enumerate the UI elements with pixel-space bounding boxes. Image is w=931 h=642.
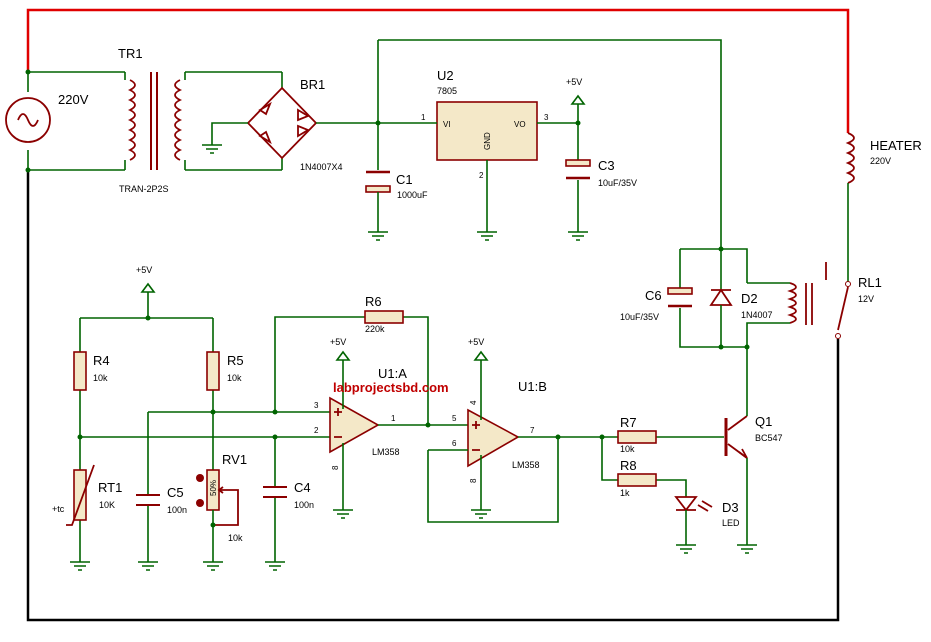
heater-value: 220V	[870, 156, 891, 166]
output-stage	[599, 347, 757, 554]
d2-ref: D2	[741, 291, 758, 306]
heater-ref: HEATER	[870, 138, 922, 153]
relay-driver-block	[667, 246, 827, 350]
r6-value: 220k	[365, 324, 385, 334]
q1-model: BC547	[755, 433, 783, 443]
transformer	[28, 71, 282, 171]
capacitor-c1	[365, 40, 391, 241]
r4-value: 10k	[93, 373, 108, 383]
voltage-regulator	[425, 101, 581, 241]
live-wire	[26, 8, 850, 133]
capacitor-c4	[263, 434, 287, 571]
rv1-value: 10k	[228, 533, 243, 543]
regulator-ref: U2	[437, 68, 454, 83]
c3-ref: C3	[598, 158, 615, 173]
rt1-symbol: +tc	[52, 504, 65, 514]
r7-value: 10k	[620, 444, 635, 454]
r7-ref: R7	[620, 415, 637, 430]
supply-5v-top-label: +5V	[566, 77, 582, 87]
d3-ref: D3	[722, 500, 739, 515]
r4-ref: R4	[93, 353, 110, 368]
resistor-r5	[206, 318, 220, 470]
r5-value: 10k	[227, 373, 242, 383]
bridge-model: 1N4007X4	[300, 162, 343, 172]
c1-value: 1000uF	[397, 190, 428, 200]
u1a-supply-label: +5V	[330, 337, 346, 347]
d3-model: LED	[722, 518, 740, 528]
thermistor-rt1	[66, 434, 95, 571]
resistor-r4	[73, 318, 87, 437]
r5-ref: R5	[227, 353, 244, 368]
c4-value: 100n	[294, 500, 314, 510]
transformer-ref: TR1	[118, 46, 143, 61]
opamp-u1a	[329, 350, 468, 519]
u1b-pin7: 7	[530, 426, 535, 435]
relay-ref: RL1	[858, 275, 882, 290]
rt1-ref: RT1	[98, 480, 122, 495]
r8-value: 1k	[620, 488, 630, 498]
regulator-pin-vo: VO	[514, 120, 526, 129]
regulator-pin3: 3	[544, 113, 549, 122]
u1a-pin1: 1	[391, 414, 396, 423]
c5-value: 100n	[167, 505, 187, 515]
c4-ref: C4	[294, 480, 311, 495]
heater-and-contacts	[835, 132, 855, 347]
c1-ref: C1	[396, 172, 413, 187]
rt1-value: 10K	[99, 500, 115, 510]
u1b-pin6: 6	[452, 439, 457, 448]
relay-value: 12V	[858, 294, 874, 304]
transformer-model: TRAN-2P2S	[119, 184, 169, 194]
regulator-pin2: 2	[479, 171, 484, 180]
source-label: 220V	[58, 92, 89, 107]
regulator-pin-vi: VI	[443, 120, 451, 129]
bridge-rectifier	[202, 72, 425, 170]
supply-5v-left	[80, 282, 213, 321]
u1b-pin4: 4	[469, 400, 478, 405]
supply-5v-left-label: +5V	[136, 265, 152, 275]
u1b-pin5: 5	[452, 414, 457, 423]
watermark: labprojectsbd.com	[333, 380, 449, 395]
u1b-pin8: 8	[469, 478, 478, 483]
c5-ref: C5	[167, 485, 184, 500]
u1b-model: LM358	[512, 460, 540, 470]
u1a-pin2: 2	[314, 426, 319, 435]
neutral-wire	[26, 170, 840, 622]
c6-value: 10uF/35V	[620, 312, 659, 322]
u1a-ref: U1:A	[378, 366, 407, 381]
r8-ref: R8	[620, 458, 637, 473]
regulator-pin-gnd: GND	[483, 132, 492, 150]
u1b-ref: U1:B	[518, 379, 547, 394]
comparator-input-wires	[80, 411, 330, 438]
regulator-pin1: 1	[421, 113, 426, 122]
u1b-supply-label: +5V	[468, 337, 484, 347]
capacitor-c5	[136, 412, 160, 571]
u1a-pin8: 8	[331, 465, 340, 470]
u1a-pin3: 3	[314, 401, 319, 410]
u1a-model: LM358	[372, 447, 400, 457]
rv1-body: 50%	[209, 480, 218, 496]
ac-source	[5, 69, 51, 173]
resistor-r6	[274, 310, 429, 424]
regulator-model: 7805	[437, 86, 457, 96]
bus-12v	[378, 39, 722, 249]
r6-ref: R6	[365, 294, 382, 309]
bridge-ref: BR1	[300, 77, 325, 92]
c3-value: 10uF/35V	[598, 178, 637, 188]
q1-ref: Q1	[755, 414, 772, 429]
c6-ref: C6	[645, 288, 662, 303]
supply-5v-top	[565, 94, 591, 241]
opamp-u1b	[427, 350, 602, 523]
rv1-ref: RV1	[222, 452, 247, 467]
d2-model: 1N4007	[741, 310, 773, 320]
